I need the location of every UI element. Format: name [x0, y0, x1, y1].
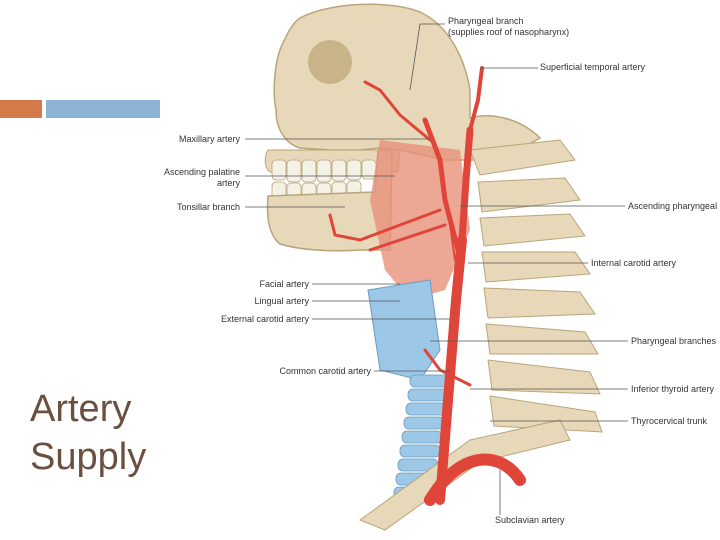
label-tonsillar-branch: Tonsillar branch — [177, 202, 240, 212]
slide-title-line2: Supply — [30, 436, 147, 478]
label-subclavian-artery: Subclavian artery — [495, 515, 565, 525]
accent-bar-blue — [46, 100, 160, 118]
label-lingual-artery: Lingual artery — [254, 296, 309, 306]
superficial-temporal-artery — [468, 66, 484, 132]
label-common-carotid-artery: Common carotid artery — [279, 366, 371, 376]
label-ascending-palatine-artery: Ascending palatine — [164, 167, 240, 177]
leader-lines — [245, 23, 628, 515]
accent-bar-orange — [0, 100, 42, 118]
label-pharyngeal-branch: Pharyngeal branch — [448, 16, 524, 26]
subclavian-artery — [424, 453, 526, 506]
common-carotid-artery — [435, 235, 467, 505]
inferior-thyroid-artery — [423, 348, 472, 387]
label-ascending-palatine-artery-line2: artery — [217, 178, 241, 188]
label-thyrocervical-trunk: Thyrocervical trunk — [631, 416, 708, 426]
label-pharyngeal-branches: Pharyngeal branches — [631, 336, 717, 346]
upper-teeth — [271, 159, 377, 183]
label-inferior-thyroid-artery: Inferior thyroid artery — [631, 384, 715, 394]
internal-carotid-artery — [458, 126, 474, 244]
facial-artery — [328, 208, 442, 242]
orbit — [308, 40, 352, 84]
lingual-artery — [368, 223, 447, 252]
label-external-carotid-artery: External carotid artery — [221, 314, 310, 324]
label-superficial-temporal-artery: Superficial temporal artery — [540, 62, 646, 72]
cervical-spine — [469, 139, 603, 433]
larynx — [367, 279, 441, 381]
label-maxillary-artery: Maxillary artery — [179, 134, 241, 144]
ascending-pharyngeal-artery — [441, 169, 456, 261]
maxillary-artery — [363, 80, 432, 142]
label-pharyngeal-branch-note: (supplies roof of nasopharynx) — [448, 27, 569, 37]
slide-title: Artery Supply — [30, 385, 146, 481]
label-ascending-pharyngeal-artery: Ascending pharyngeal artery — [628, 201, 720, 211]
label-facial-artery: Facial artery — [259, 279, 309, 289]
slide-title-line1: Artery — [30, 388, 132, 430]
arteries — [328, 66, 526, 506]
clavicle — [358, 419, 571, 531]
label-internal-carotid-artery: Internal carotid artery — [591, 258, 677, 268]
mandible — [266, 149, 393, 252]
